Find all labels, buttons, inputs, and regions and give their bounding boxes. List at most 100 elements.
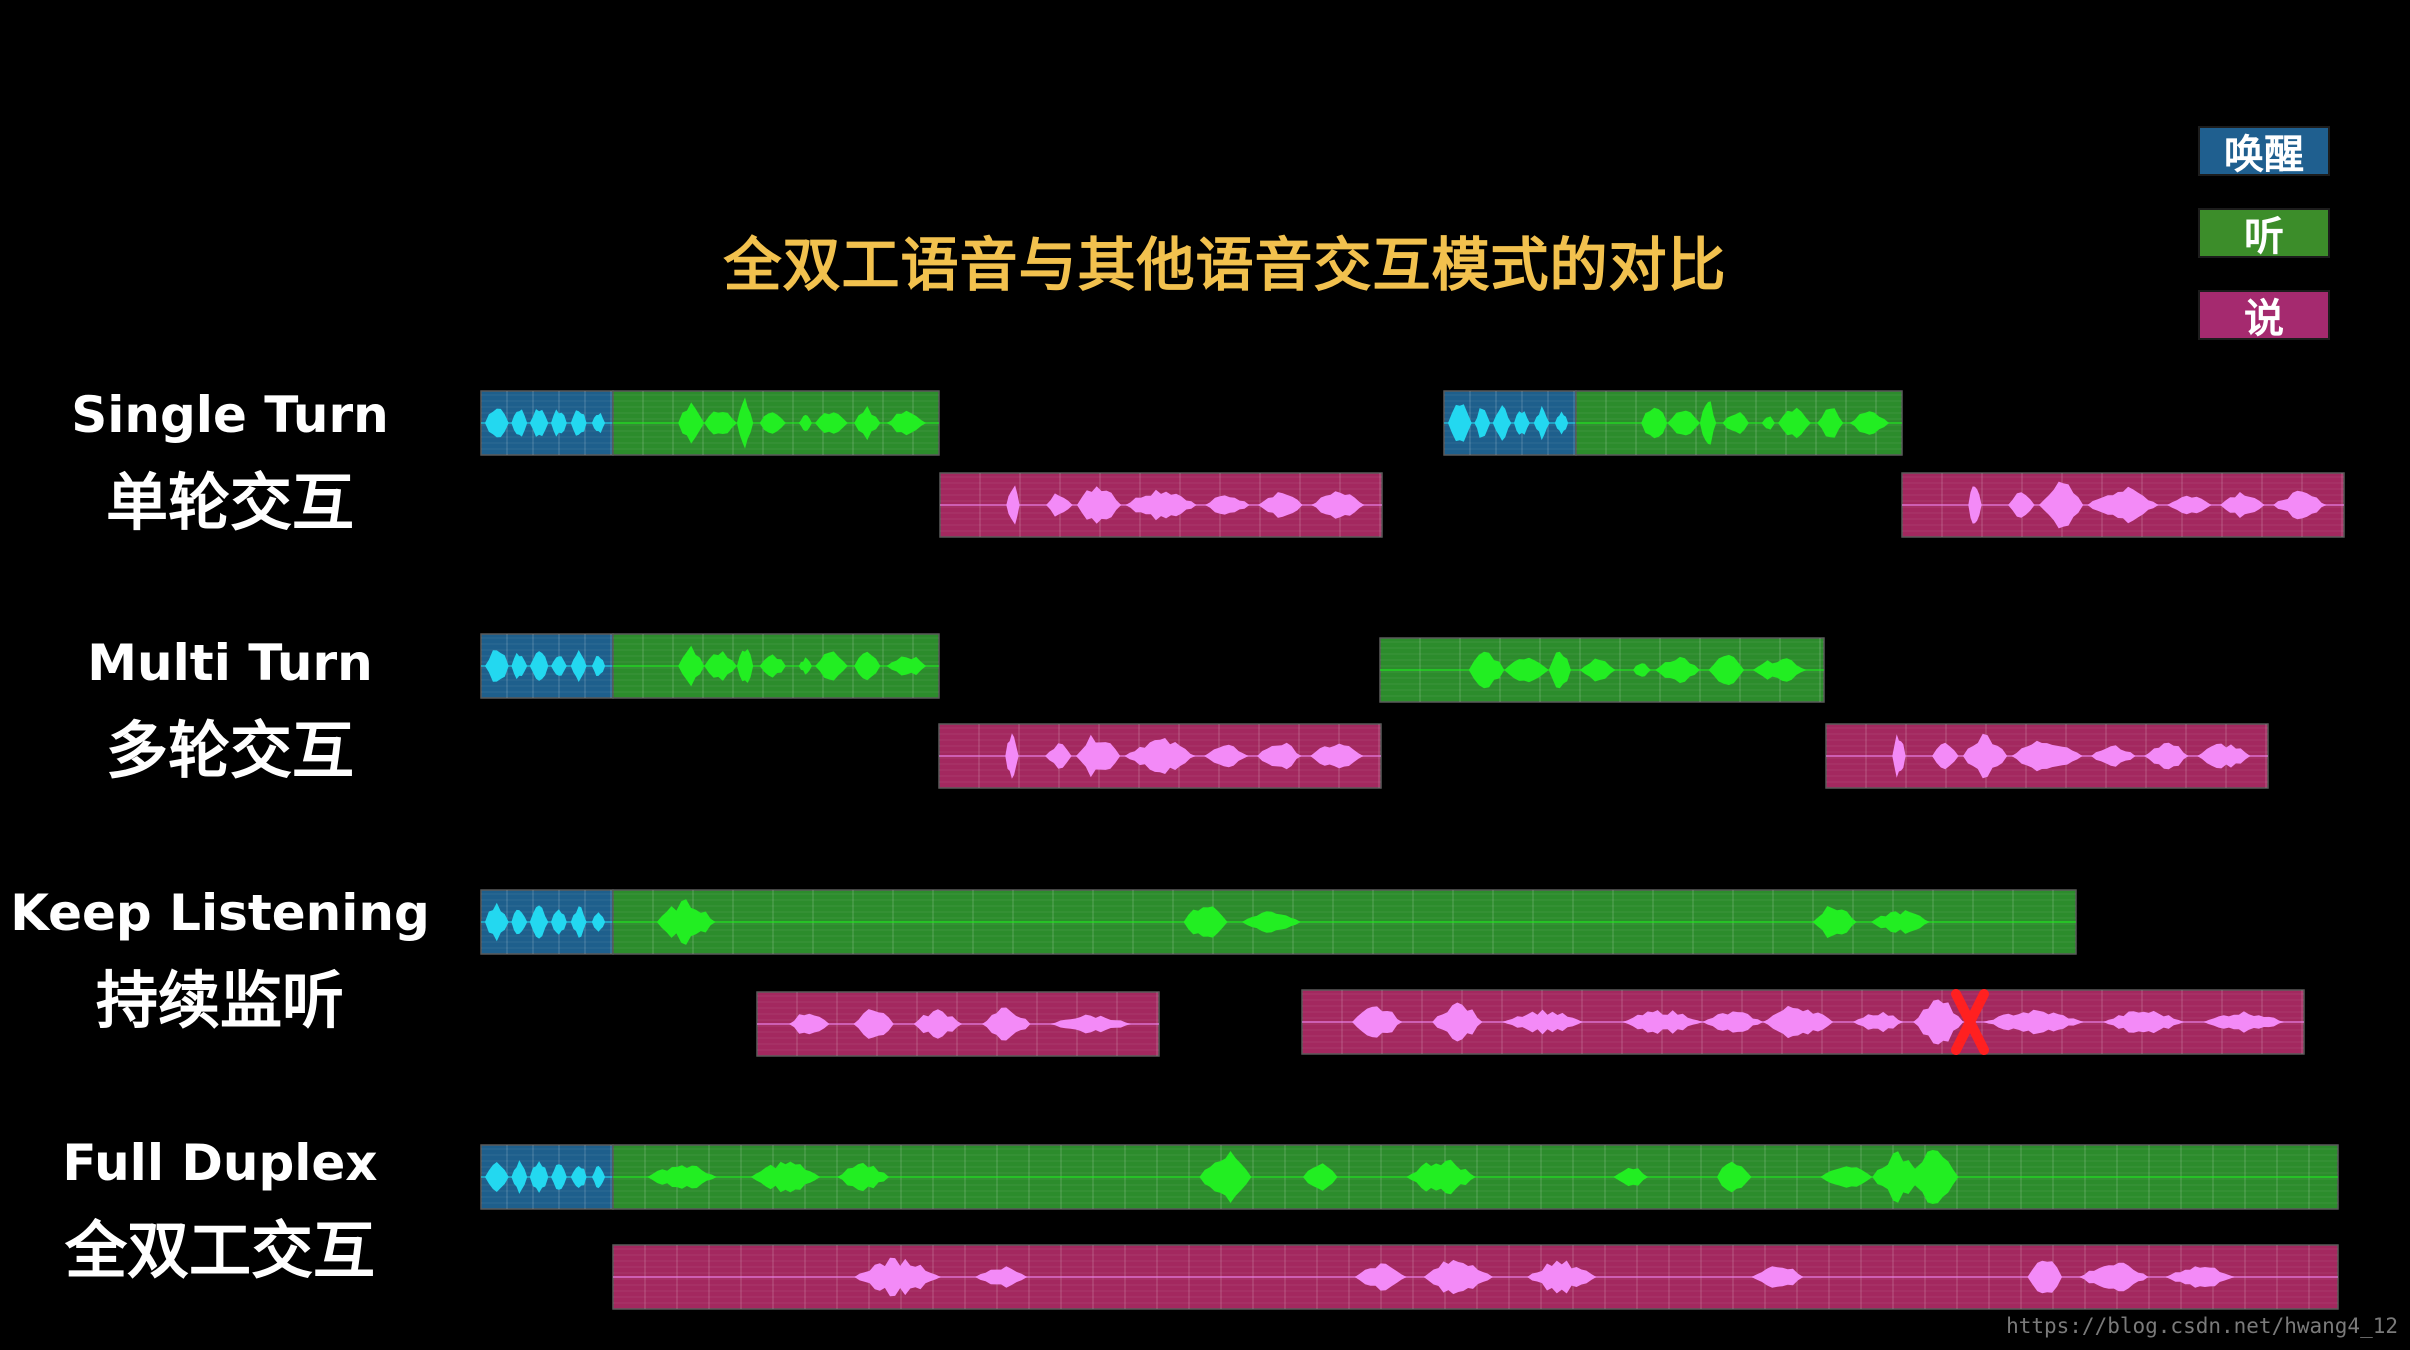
- waveform-burst: [529, 905, 549, 939]
- waveform-burst: [1006, 485, 1020, 525]
- waveform-burst: [2273, 490, 2327, 520]
- waveform-burst: [1548, 651, 1571, 689]
- waveform-burst: [1124, 738, 1196, 774]
- waveform-burst: [2203, 1011, 2284, 1033]
- waveform-burst: [1468, 651, 1505, 689]
- row-label-en: Single Turn: [71, 386, 389, 444]
- listen-segment: [612, 1144, 2339, 1210]
- legend-wake: 唤醒: [2198, 126, 2330, 178]
- waveform-burst: [570, 1166, 587, 1188]
- waveform-burst: [1352, 1006, 1403, 1038]
- wake-segment: [480, 390, 614, 456]
- wake-segment: [480, 633, 614, 699]
- waveform-burst: [2144, 742, 2189, 770]
- waveform-burst: [1871, 910, 1930, 934]
- waveform-burst: [529, 409, 549, 437]
- waveform-burst: [798, 414, 812, 432]
- waveform-burst: [1527, 1260, 1597, 1294]
- waveform-burst: [1717, 1161, 1752, 1193]
- row-label-multi-turn: Multi Turn 多轮交互: [0, 634, 460, 790]
- waveform-burst: [975, 1266, 1027, 1288]
- row-label-zh: 单轮交互: [105, 466, 354, 539]
- waveform-burst: [854, 651, 881, 681]
- waveform-burst: [1892, 734, 1906, 778]
- waveform-burst: [1699, 401, 1717, 445]
- listen-segment: [612, 889, 2077, 955]
- waveform-burst: [1812, 906, 1857, 938]
- listen-segment: [1379, 637, 1825, 703]
- waveform-burst: [1423, 1259, 1493, 1295]
- waveform-burst: [550, 909, 567, 935]
- waveform-burst: [982, 1007, 1031, 1041]
- waveform-burst: [1906, 1150, 1959, 1204]
- waveform-burst: [1761, 416, 1775, 430]
- legend-speak: 说: [2198, 290, 2330, 342]
- waveform-burst: [1311, 491, 1365, 519]
- waveform-burst: [1533, 405, 1550, 441]
- wake-segment: [480, 889, 614, 955]
- waveform-burst: [1820, 1166, 1873, 1188]
- waveform-burst: [1258, 492, 1303, 518]
- waveform-burst: [1554, 411, 1569, 435]
- waveform-burst: [1778, 407, 1811, 439]
- waveform-burst: [591, 912, 606, 932]
- waveform-burst: [656, 899, 716, 945]
- row-label-zh: 持续监听: [95, 964, 344, 1037]
- waveform-burst: [815, 651, 848, 681]
- row-label-single-turn: Single Turn 单轮交互: [0, 386, 460, 542]
- waveform-burst: [1872, 1151, 1924, 1203]
- waveform-burst: [736, 649, 754, 683]
- waveform-burst: [570, 650, 587, 682]
- waveform-burst: [1702, 1011, 1763, 1033]
- waveform-burst: [913, 1009, 962, 1039]
- waveform-burst: [570, 906, 587, 938]
- waveform-burst: [736, 397, 754, 449]
- waveform-burst: [1722, 412, 1749, 434]
- waveform-burst: [1354, 1263, 1407, 1291]
- waveform-burst: [2167, 495, 2212, 515]
- waveform-burst: [2011, 740, 2083, 772]
- waveform-burst: [1579, 658, 1616, 682]
- waveform-burst: [2220, 492, 2265, 518]
- waveform-burst: [511, 409, 528, 437]
- speak-segment: [938, 723, 1382, 789]
- interrupt-mark: [1951, 989, 1989, 1055]
- waveform-burst: [1751, 1266, 1804, 1288]
- row-label-en: Full Duplex: [62, 1134, 378, 1192]
- waveform-burst: [1183, 906, 1228, 938]
- waveform-burst: [529, 1161, 549, 1193]
- waveform-burst: [1492, 405, 1512, 441]
- waveform-burst: [798, 657, 812, 675]
- row-label-zh: 多轮交互: [105, 714, 354, 787]
- waveform-burst: [789, 1013, 830, 1035]
- waveform-burst: [591, 656, 606, 676]
- waveform-burst: [1708, 654, 1745, 686]
- waveform-burst: [484, 902, 509, 942]
- waveform-burst: [1504, 657, 1549, 683]
- waveform-burst: [886, 410, 926, 436]
- waveform-burst: [1932, 742, 1959, 770]
- waveform-burst: [647, 1165, 717, 1189]
- waveform-burst: [511, 909, 528, 935]
- waveform-burst: [1199, 1151, 1252, 1203]
- waveform-burst: [815, 412, 848, 434]
- wake-segment: [1443, 390, 1577, 456]
- speak-segment: [612, 1244, 2339, 1310]
- wake-segment: [480, 1144, 614, 1210]
- listen-segment: [612, 390, 940, 456]
- speak-segment: [1301, 989, 2305, 1055]
- row-label-keep-listening: Keep Listening 持续监听: [0, 884, 450, 1040]
- waveform-burst: [1125, 489, 1197, 521]
- speak-segment: [1901, 472, 2345, 538]
- row-label-en: Keep Listening: [10, 884, 430, 942]
- waveform-burst: [1204, 744, 1249, 768]
- waveform-burst: [591, 1165, 606, 1189]
- waveform-burst: [853, 1009, 894, 1039]
- waveform-burst: [1849, 411, 1889, 435]
- waveform-burst: [1633, 663, 1651, 677]
- waveform-burst: [1913, 999, 1964, 1045]
- waveform-burst: [704, 651, 737, 681]
- waveform-burst: [854, 405, 881, 441]
- waveform-burst: [1983, 1009, 2084, 1035]
